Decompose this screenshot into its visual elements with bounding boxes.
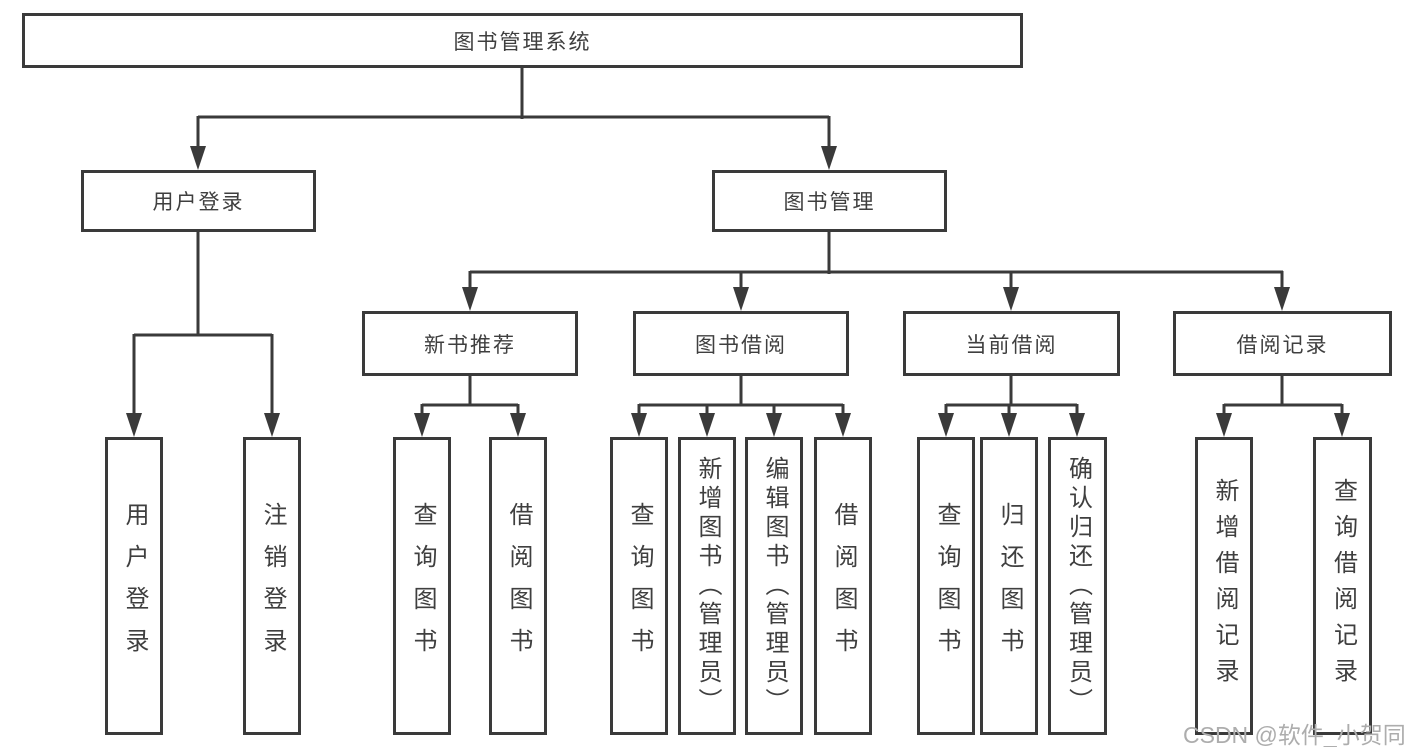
node-label: 用户登录 (121, 502, 148, 670)
node-leaf-query-books-1: 查询图书 (393, 437, 451, 735)
csdn-watermark: CSDN @软件_小贺同学 (1183, 722, 1405, 747)
node-label: 当前借阅 (965, 333, 1058, 357)
node-leaf-user-login: 用户登录 (105, 437, 163, 735)
node-label: 图书管理系统 (453, 30, 592, 54)
node-leaf-borrow-books-2: 借阅图书 (814, 437, 872, 735)
node-book-management: 图书管理 (712, 170, 947, 232)
node-leaf-add-books-admin: 新增图书（管理员） (678, 437, 736, 735)
node-borrowing-records: 借阅记录 (1173, 311, 1392, 376)
node-leaf-query-borrow-record: 查询借阅记录 (1313, 437, 1372, 735)
node-label: 借阅图书 (830, 502, 857, 670)
node-leaf-logout: 注销登录 (243, 437, 301, 735)
node-leaf-add-borrow-record: 新增借阅记录 (1195, 437, 1253, 735)
arrowheads (126, 146, 1350, 437)
node-label: 查询图书 (409, 502, 436, 670)
node-leaf-confirm-return-admin: 确认归还（管理员） (1048, 437, 1107, 735)
node-label: 图书管理 (783, 191, 876, 214)
node-label: 图书借阅 (695, 333, 787, 357)
node-label: 注销登录 (259, 502, 286, 670)
node-label: 新增借阅记录 (1211, 478, 1238, 694)
node-label: 查询图书 (933, 502, 960, 670)
node-new-book-recommend: 新书推荐 (362, 311, 578, 376)
node-label: 查询图书 (626, 502, 653, 670)
node-label: 用户登录 (152, 191, 245, 214)
node-label: 编辑图书（管理员） (761, 455, 788, 717)
node-current-borrowing: 当前借阅 (903, 311, 1120, 376)
node-book-borrowing: 图书借阅 (633, 311, 849, 376)
node-label: 确认归还（管理员） (1064, 455, 1092, 717)
node-library-management-system: 图书管理系统 (22, 13, 1023, 68)
node-user-login: 用户登录 (81, 170, 316, 232)
node-leaf-query-books-2: 查询图书 (610, 437, 668, 735)
node-label: 查询借阅记录 (1329, 478, 1357, 694)
node-leaf-borrow-books-1: 借阅图书 (489, 437, 547, 735)
node-label: 借阅图书 (505, 502, 532, 670)
node-label: 新增图书（管理员） (694, 455, 721, 717)
node-label: 借阅记录 (1236, 333, 1329, 357)
node-label: 归还图书 (996, 502, 1023, 670)
node-leaf-edit-books-admin: 编辑图书（管理员） (745, 437, 803, 735)
node-leaf-query-books-3: 查询图书 (917, 437, 975, 735)
node-leaf-return-books: 归还图书 (980, 437, 1038, 735)
node-label: 新书推荐 (424, 333, 516, 357)
